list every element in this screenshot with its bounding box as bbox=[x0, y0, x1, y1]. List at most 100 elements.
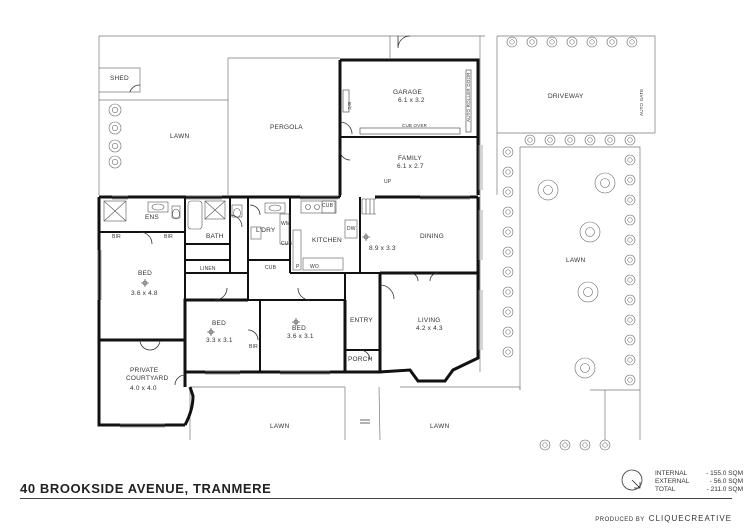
tree-icon bbox=[108, 103, 122, 117]
tree-core bbox=[505, 209, 511, 215]
tree-core bbox=[609, 39, 615, 45]
dims-family: 6.1 x 2.7 bbox=[397, 163, 424, 170]
tree-icon bbox=[579, 439, 591, 451]
tree-core bbox=[627, 377, 633, 383]
label-bath: BATH bbox=[206, 233, 224, 240]
tree-core bbox=[627, 297, 633, 303]
label-cub-over: CUB OVER bbox=[402, 123, 428, 128]
label-bed-3: BED bbox=[292, 325, 306, 332]
tree-icon bbox=[577, 281, 599, 303]
tree-core bbox=[505, 349, 511, 355]
tree-core bbox=[627, 337, 633, 343]
tree-core bbox=[549, 39, 555, 45]
tree-icon bbox=[594, 172, 616, 194]
tree-core bbox=[112, 107, 119, 114]
label-bir-3: BIR bbox=[249, 344, 258, 350]
tree-icon bbox=[624, 314, 636, 326]
label-p: P bbox=[296, 264, 300, 270]
label-porch: PORCH bbox=[348, 356, 373, 363]
tree-core bbox=[542, 442, 548, 448]
doors bbox=[129, 35, 439, 424]
label-lawn-back: LAWN bbox=[170, 133, 189, 140]
tree-core bbox=[505, 329, 511, 335]
area-row-total: TOTAL - 211.0 SQM bbox=[655, 486, 743, 494]
tree-icon bbox=[624, 254, 636, 266]
garage-bc bbox=[342, 89, 350, 113]
label-wm: WM bbox=[281, 221, 290, 227]
area-label: TOTAL bbox=[655, 486, 676, 493]
stairs bbox=[361, 198, 376, 215]
tree-icon bbox=[599, 439, 611, 451]
tree-core bbox=[600, 178, 610, 188]
roller-door bbox=[465, 69, 472, 133]
tree-core bbox=[505, 289, 511, 295]
tree-core bbox=[582, 442, 588, 448]
label-roller-door: AUTO ROLLER DOOR bbox=[466, 72, 471, 122]
tree-core bbox=[607, 137, 613, 143]
tree-icon bbox=[624, 194, 636, 206]
label-dw: DW bbox=[347, 226, 356, 232]
tree-icon bbox=[524, 134, 536, 146]
tree-core bbox=[589, 39, 595, 45]
tree-icon bbox=[624, 174, 636, 186]
area-label: EXTERNAL bbox=[655, 478, 690, 485]
label-kitchen: KITCHEN bbox=[312, 237, 342, 244]
tree-icon bbox=[537, 179, 559, 201]
label-wo: WO bbox=[310, 264, 319, 270]
label-lawn-front-left: LAWN bbox=[270, 423, 289, 430]
dims-dining: 8.9 x 3.3 bbox=[369, 245, 396, 252]
tree-icon bbox=[624, 214, 636, 226]
interior-walls bbox=[99, 136, 478, 372]
tree-icon bbox=[624, 354, 636, 366]
tree-core bbox=[627, 357, 633, 363]
trees bbox=[108, 36, 638, 451]
tree-icon bbox=[502, 306, 514, 318]
tree-core bbox=[583, 287, 593, 297]
label-living: LIVING bbox=[418, 317, 441, 324]
label-courtyard-1: PRIVATE bbox=[130, 367, 159, 374]
tree-core bbox=[505, 189, 511, 195]
tree-icon bbox=[584, 134, 596, 146]
tree-icon bbox=[502, 246, 514, 258]
tree-icon bbox=[574, 357, 596, 379]
label-driveway: DRIVEWAY bbox=[548, 93, 584, 100]
area-label: INTERNAL bbox=[655, 470, 688, 477]
label-bir-1: BIR bbox=[112, 234, 121, 240]
dims-courtyard: 4.0 x 4.0 bbox=[130, 385, 157, 392]
tree-icon bbox=[564, 134, 576, 146]
tree-icon bbox=[506, 36, 518, 48]
tree-core bbox=[585, 227, 595, 237]
tree-icon bbox=[559, 439, 571, 451]
tree-core bbox=[627, 317, 633, 323]
tree-icon bbox=[624, 334, 636, 346]
tree-core bbox=[627, 137, 633, 143]
tree-icon bbox=[502, 346, 514, 358]
property-address: 40 BROOKSIDE AVENUE, TRANMERE bbox=[20, 481, 272, 496]
tree-icon bbox=[546, 36, 558, 48]
tree-core bbox=[547, 137, 553, 143]
garage-cupboard bbox=[359, 127, 461, 135]
tree-core bbox=[602, 442, 608, 448]
tree-core bbox=[112, 159, 119, 166]
tree-icon bbox=[108, 139, 122, 153]
label-auto-gate: AUTO GATE bbox=[639, 89, 644, 116]
label-ldry: L'DRY bbox=[256, 227, 276, 234]
tree-core bbox=[505, 249, 511, 255]
label-bed-main: BED bbox=[138, 270, 152, 277]
tree-core bbox=[529, 39, 535, 45]
credit-prefix: PRODUCED BY bbox=[595, 517, 645, 523]
label-ens: ENS bbox=[145, 214, 159, 221]
label-cub-1: CUB bbox=[265, 265, 277, 271]
dims-garage: 6.1 x 3.2 bbox=[398, 97, 425, 104]
tree-core bbox=[112, 125, 119, 132]
tree-icon bbox=[624, 294, 636, 306]
label-pergola: PERGOLA bbox=[270, 124, 303, 131]
label-bed-2: BED bbox=[212, 320, 226, 327]
tree-icon bbox=[579, 221, 601, 243]
bath-fixtures bbox=[103, 200, 358, 271]
tree-icon bbox=[566, 36, 578, 48]
label-bc: B/C bbox=[347, 102, 352, 111]
north-compass-icon bbox=[621, 469, 643, 491]
tree-icon bbox=[502, 326, 514, 338]
tree-icon bbox=[108, 121, 122, 135]
